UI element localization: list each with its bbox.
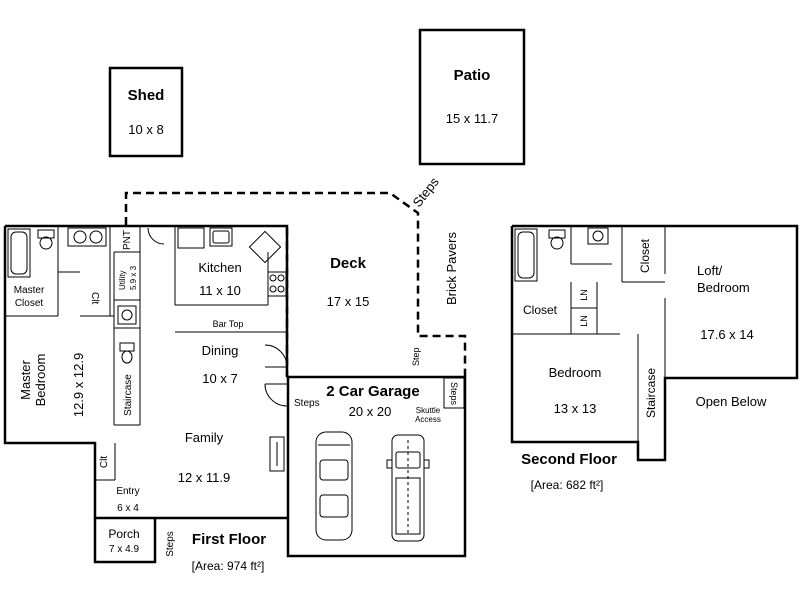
washer-drum-icon: [121, 309, 133, 321]
wc-toilet-bowl-icon: [121, 350, 133, 364]
garage-outline: [286, 375, 467, 558]
kitchen-sink-basin-icon: [212, 230, 230, 244]
kitchen-name: Kitchen: [198, 260, 241, 275]
first-floor-area: [Area: 974 ft²]: [192, 559, 265, 573]
bedroom-name: Bedroom: [549, 365, 602, 380]
pantry-label: PNT: [122, 230, 133, 250]
closet-top-label: Closet: [638, 238, 652, 273]
truck-icon: [386, 434, 430, 542]
patio-size: 15 x 11.7: [446, 111, 499, 126]
porch-name: Porch: [108, 527, 139, 541]
ln-label-2: LN: [579, 315, 589, 327]
utility-label: Utility: [118, 270, 127, 290]
master-bedroom-label-1: Master: [18, 359, 33, 399]
deck-name: Deck: [330, 255, 367, 272]
patio: Patio 15 x 11.7: [418, 28, 526, 166]
deck-outline: [124, 191, 467, 376]
double-vanity-icon: [67, 227, 107, 247]
bathtub2-icon: [514, 228, 538, 282]
brick-pavers-label: Brick Pavers: [444, 232, 459, 305]
vanity2-icon: [587, 227, 609, 245]
master-bedroom-label-2: Bedroom: [33, 354, 48, 407]
dining-size: 10 x 7: [202, 371, 237, 386]
ln-label-1: LN: [579, 289, 589, 301]
entry-name: Entry: [116, 486, 139, 497]
car-icon: [315, 431, 353, 541]
garage-name: 2 Car Garage: [326, 383, 419, 400]
stove-burner-1-icon: [269, 274, 277, 282]
door-swing-pantry: [147, 227, 165, 245]
deck-size: 17 x 15: [327, 294, 370, 309]
stove-icon: [267, 271, 287, 297]
bedroom-size: 13 x 13: [554, 401, 597, 416]
steps-top-label: Steps: [410, 174, 443, 210]
first-floor-staircase-label: Staircase: [123, 374, 134, 416]
second-floor-area: [Area: 682 ft²]: [531, 478, 604, 492]
loft-size: 17.6 x 14: [700, 327, 754, 342]
second-floor-title: Second Floor: [521, 451, 617, 468]
shed: Shed 10 x 8: [108, 66, 184, 158]
toilet2-tank-icon: [548, 229, 566, 239]
bathtub-icon: [7, 228, 31, 278]
sink2-icon: [592, 230, 604, 242]
second-floor: Closet Closet LN LN Loft/ Bedroom 17.6 x…: [510, 224, 799, 492]
wc-toilet-tank-icon: [119, 342, 135, 352]
shed-size: 10 x 8: [128, 122, 163, 137]
dining-name: Dining: [202, 343, 239, 358]
patio-name: Patio: [454, 67, 491, 84]
porch-outline: [93, 518, 157, 564]
patio-outline: [418, 28, 526, 166]
porch-size: 7 x 4.9: [109, 544, 139, 555]
open-below-label: Open Below: [696, 394, 767, 409]
master-bedroom-size: 12.9 x 12.9: [71, 353, 86, 417]
skuttle-label: Skuttle: [416, 406, 441, 415]
toilet2-bowl-icon: [550, 236, 564, 250]
toilet-bowl-icon: [39, 236, 53, 250]
entry-size: 6 x 4: [117, 503, 139, 514]
master-closet-label-1: Master: [14, 285, 45, 296]
deck: Deck 17 x 15 Steps Brick Pavers Step: [124, 174, 467, 376]
first-floor-title: First Floor: [192, 531, 266, 548]
loft-label-2: Bedroom: [697, 280, 750, 295]
clt-top-label: Clt: [89, 292, 100, 304]
first-floor: Master Closet Clt PNT Utility 5.9 x 3 Ki…: [3, 224, 289, 573]
garage-steps-left: Steps: [294, 398, 320, 409]
shed-name: Shed: [128, 87, 165, 104]
second-floor-staircase-label: Staircase: [644, 368, 658, 418]
toilet-tank-icon: [37, 229, 55, 239]
door-swing-dining-1: [264, 344, 288, 368]
fireplace-icon: [269, 436, 285, 472]
steps-bottom-label: Steps: [165, 531, 176, 557]
bathtub-basin-icon: [10, 231, 28, 275]
family-name: Family: [185, 430, 224, 445]
closet-left-label: Closet: [523, 303, 558, 317]
kitchen-size: 11 x 10: [199, 283, 241, 298]
stove-burner-2-icon: [277, 274, 285, 282]
sink-1-icon: [73, 230, 87, 244]
step-label: Step: [411, 347, 421, 366]
second-floor-outer-wall: [510, 224, 799, 462]
door-swing-dining-2: [264, 383, 288, 407]
stove-burner-4-icon: [277, 285, 285, 293]
sink-2-icon: [89, 230, 103, 244]
master-closet-label-2: Closet: [15, 298, 44, 309]
stove-burner-3-icon: [269, 285, 277, 293]
garage-steps-box: [443, 377, 465, 409]
bar-top-label: Bar Top: [213, 319, 244, 329]
kitchen-sink-icon: [209, 227, 233, 247]
shed-outline: [108, 66, 184, 158]
bathtub2-basin-icon: [517, 231, 535, 279]
garage-steps-right: Steps: [449, 382, 459, 406]
utility-size-label: 5.9 x 3: [129, 265, 138, 290]
loft-label-1: Loft/: [697, 263, 723, 278]
garage: 2 Car Garage 20 x 20 Steps Steps Skuttle…: [286, 375, 467, 558]
garage-size: 20 x 20: [349, 404, 392, 419]
clt-left-label: Clt: [99, 456, 110, 468]
corner-sink-icon: [248, 230, 282, 264]
washer-icon: [117, 305, 137, 325]
refrigerator-icon: [177, 227, 205, 249]
access-label: Access: [415, 415, 441, 424]
family-size: 12 x 11.9: [178, 470, 231, 485]
